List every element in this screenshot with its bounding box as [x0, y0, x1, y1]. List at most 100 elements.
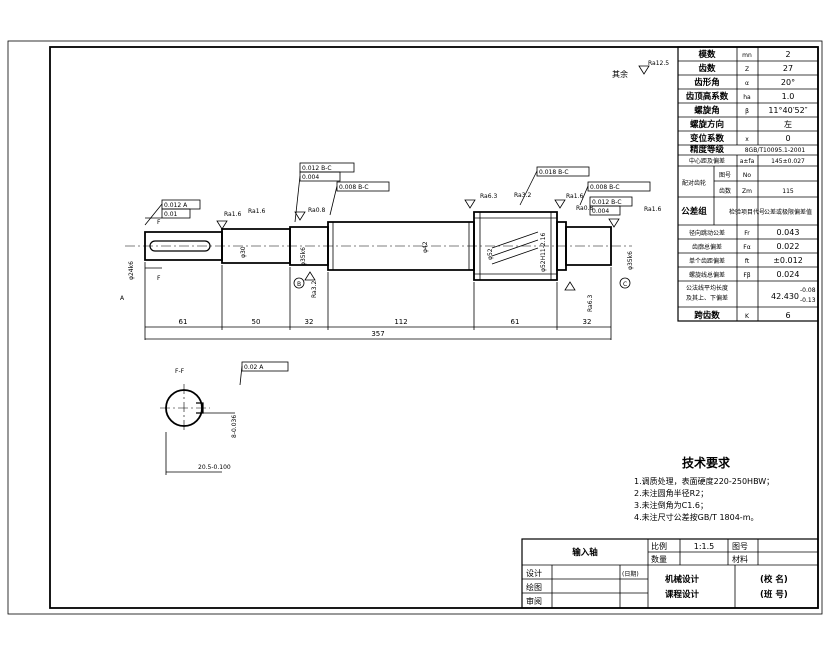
class: (班 号): [760, 589, 788, 600]
ra-2: Ra1.6: [248, 208, 265, 215]
tech-item-4: 4.未注尺寸公差按GB/T 1804-m。: [634, 512, 758, 522]
tol-item-val: 0.024: [777, 270, 800, 279]
param-name: 齿数: [698, 63, 716, 74]
ra-3: Ra0.8: [308, 207, 325, 214]
tol-5: 0.008 B-C: [339, 184, 369, 191]
tol-item-val: 0.022: [777, 242, 800, 251]
diam-seg3: φ35k6: [300, 247, 307, 266]
tol-item-val: ±0.012: [773, 256, 803, 265]
part-name: 输入轴: [572, 547, 598, 558]
diam-seg2: φ30: [240, 246, 247, 258]
diam-seg7: φ35k6: [627, 251, 634, 270]
param-value: 1.0: [782, 92, 795, 101]
scale-value: 1:1.5: [694, 542, 715, 551]
drawing-no-label: 图号: [732, 542, 748, 551]
dim-50: 50: [252, 318, 261, 326]
accuracy-label: 精度等级: [690, 144, 725, 155]
course-1: 机械设计: [665, 574, 700, 585]
center-sym: a±fa: [740, 158, 755, 165]
param-symbol: Z: [745, 66, 749, 73]
mating-r1-label: 图号: [719, 172, 731, 179]
section-dim-1: 20.5-0.100: [198, 464, 231, 471]
param-value: 11°40′52″: [768, 106, 807, 115]
tol-item-sym: Fβ: [743, 272, 750, 279]
shaft-segment-7: [565, 226, 612, 266]
qty-label: 数量: [651, 554, 667, 564]
roughness-other-value: Ra12.5: [648, 60, 669, 67]
param-name: 螺旋角: [694, 105, 720, 116]
date-label: (日期): [622, 570, 639, 578]
span-sym: K: [745, 313, 750, 320]
dim-32-right: 32: [583, 318, 592, 326]
tech-item-2: 2.未注圆角半径R2；: [634, 488, 708, 498]
param-name: 变位系数: [690, 133, 725, 144]
tol-4: 0.004: [302, 174, 319, 181]
param-name: 齿形角: [694, 77, 720, 88]
center-label: 中心距及偏差: [689, 157, 725, 165]
tol-group-c2: 公差或极限偏差值: [764, 208, 812, 216]
title-block: [521, 538, 819, 609]
tol-item-val: 0.043: [777, 228, 800, 237]
wk-label-2: 及其上、下偏差: [686, 294, 728, 302]
tol-item-sym: Fr: [744, 230, 750, 237]
dim-112: 112: [394, 318, 407, 326]
tech-item-1: 1.调质处理，表面硬度220-250HBW；: [634, 476, 774, 486]
param-value: 2: [785, 50, 790, 59]
ra-5: Ra3.2: [514, 192, 531, 199]
design-label: 设计: [526, 568, 542, 578]
ra-1: Ra1.6: [224, 211, 241, 218]
param-value: 0: [785, 134, 790, 143]
outer-frame: [7, 40, 823, 615]
datum-b: B: [297, 281, 301, 288]
gear-section: [473, 211, 558, 281]
tol-1: 0.012 A: [164, 202, 188, 209]
accuracy-value: 8GB/T10095.1-2001: [745, 147, 806, 154]
course-2: 课程设计: [665, 589, 700, 600]
ra-7: Ra0.8: [576, 205, 593, 212]
datum-markers: [145, 217, 631, 289]
dimension-lines: [144, 262, 612, 340]
tol-item-name: 单个齿距偏差: [689, 257, 725, 265]
param-symbol: α: [745, 80, 749, 87]
tol-item-name: 径向跳动公差: [689, 229, 725, 237]
section-dim-2: 8-0.036: [231, 415, 238, 438]
datum-a: A: [120, 295, 125, 302]
param-symbol: x: [745, 136, 749, 143]
diam-seg4: φ42: [422, 241, 429, 253]
wk-value: 42.430: [771, 292, 799, 301]
ra-6: Ra1.6: [566, 193, 583, 200]
section-label: F-F: [175, 368, 185, 375]
material-label: 材料: [732, 554, 748, 564]
tol-item-sym: Fα: [743, 244, 750, 251]
review-label: 审阅: [526, 596, 542, 606]
tech-item-3: 3.未注倒角为C1.6；: [634, 500, 708, 510]
param-name: 模数: [698, 49, 716, 60]
param-value: 27: [783, 64, 793, 73]
center-value: 145±0.027: [771, 158, 805, 165]
mating-label: 配对齿轮: [682, 179, 706, 187]
datum-c: C: [623, 281, 627, 288]
mating-r1-sym: No: [743, 172, 751, 179]
diam-gear: φ52: [487, 248, 494, 260]
roughness-symbols: [216, 65, 650, 291]
tol-item-name: 螺旋线总偏差: [689, 271, 725, 279]
wk-sup: -0.08: [800, 287, 816, 294]
param-symbol: β: [745, 108, 749, 115]
section-mark-bottom: F: [157, 275, 161, 282]
tol-group-c1: 检验项目代号: [729, 208, 765, 216]
wk-label-1: 公法线平均长度: [686, 284, 728, 292]
param-value: 20°: [781, 78, 795, 87]
span-label: 跨齿数: [694, 310, 720, 321]
ra-10: Ra6.3: [587, 295, 594, 312]
inner-frame: [49, 46, 819, 609]
draw-label: 绘图: [526, 582, 542, 592]
mating-r2-label: 齿数: [719, 187, 731, 195]
tol-2: 0.01: [164, 211, 178, 218]
param-name: 螺旋方向: [690, 119, 724, 130]
scale-label: 比例: [651, 541, 667, 551]
shaft-main-view: [125, 211, 632, 281]
param-symbol: ha: [743, 94, 751, 101]
tol-item-sym: ft: [745, 258, 750, 265]
